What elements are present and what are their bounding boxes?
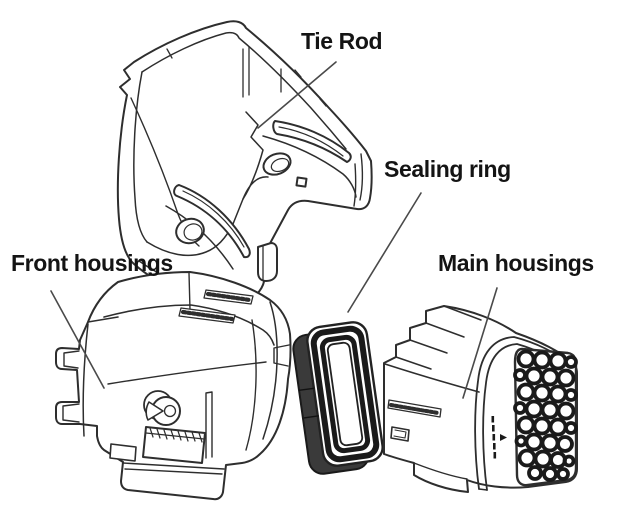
contact-grid bbox=[513, 349, 578, 482]
front-housing-drawing bbox=[55, 271, 292, 501]
label-main-housings: Main housings bbox=[438, 250, 594, 276]
main-housing-drawing bbox=[383, 305, 578, 493]
leader-line-sealing-ring bbox=[347, 192, 422, 313]
label-tie-rod: Tie Rod bbox=[301, 28, 383, 54]
label-sealing-ring: Sealing ring bbox=[384, 156, 511, 182]
tie-rod-drawing bbox=[116, 20, 373, 305]
molded-marking bbox=[491, 416, 507, 459]
leader-line-main-housings bbox=[462, 287, 498, 399]
label-front-housings: Front housings bbox=[11, 250, 173, 276]
sealing-ring-drawing bbox=[292, 321, 384, 475]
leader-line-front-housings bbox=[50, 290, 105, 389]
leader-line-tie-rod bbox=[257, 61, 337, 129]
